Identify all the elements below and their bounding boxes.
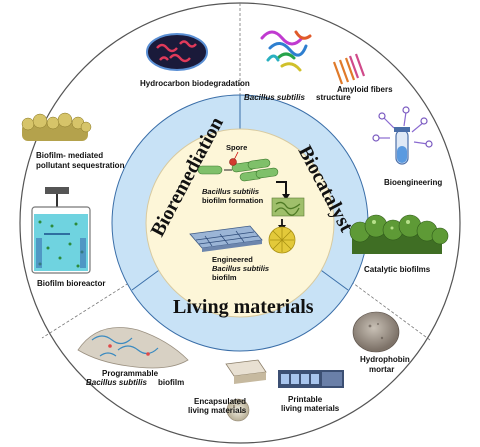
programmable-biofilm-image — [77, 327, 189, 369]
flow-arrow-1 — [276, 181, 287, 196]
ring-dividers — [131, 95, 349, 291]
encapsulated-label-2: living materials — [188, 406, 247, 415]
printable-label-2: living materials — [281, 404, 340, 413]
hydrophobin-label-1: Hydrophobin — [360, 355, 410, 364]
programmable-label-1: Programmable — [102, 369, 159, 378]
amyloid-fibers-image — [332, 53, 366, 85]
encapsulated-image — [225, 359, 267, 422]
encapsulated-label-1: Encapsulated — [194, 397, 246, 406]
sequestration-label-2: pollutant sequestration — [36, 161, 125, 170]
bioreactor-label: Biofilm bioreactor — [37, 279, 105, 288]
protein-structure-image — [260, 30, 312, 72]
center-illustration: Spore Bacillus subtilis biofilm formatio… — [189, 143, 305, 282]
catalytic-biofilm-image — [349, 214, 449, 254]
structure-label-rest: structure — [316, 93, 351, 102]
center-disc — [145, 128, 335, 318]
hydrophobin-mortar-image — [352, 311, 400, 353]
cell-chain — [229, 158, 279, 182]
amyloid-label: Amyloid fibers — [337, 85, 393, 94]
hydrophobin-label-2: mortar — [369, 365, 394, 374]
formation-label-italic: Bacillus subtilis — [202, 187, 259, 196]
sector-title-living-materials: Living materials — [173, 296, 314, 318]
spore-label: Spore — [226, 143, 247, 152]
engineered-label-italic: Bacillus subtilis — [212, 264, 269, 273]
sequestration-label-1: Biofilm- mediated — [36, 151, 103, 160]
sponge-material-image — [21, 112, 92, 141]
bioengineering-image — [372, 106, 433, 165]
single-cell — [197, 165, 223, 175]
hydrocarbon-label: Hydrocarbon biodegradation — [140, 79, 250, 88]
engineered-biofilm-slab — [189, 225, 263, 252]
hydrocarbon-cell-image — [146, 33, 208, 71]
structure-label-italic: Bacillus subtilis — [244, 93, 305, 102]
programmable-label-italic: Bacillus subtilis — [86, 378, 147, 387]
bioengineering-label: Bioengineering — [384, 178, 442, 187]
formation-label-rest: biofilm formation — [202, 196, 264, 205]
wrinkled-colony — [268, 226, 296, 254]
bioreactor-image — [31, 187, 91, 274]
catalytic-label: Catalytic biofilms — [364, 265, 431, 274]
engineered-label-rest: biofilm — [212, 273, 237, 282]
printable-image — [278, 370, 344, 388]
engineered-label-1: Engineered — [212, 255, 253, 264]
printable-label-1: Printable — [288, 395, 323, 404]
programmable-label-rest: biofilm — [158, 378, 184, 387]
